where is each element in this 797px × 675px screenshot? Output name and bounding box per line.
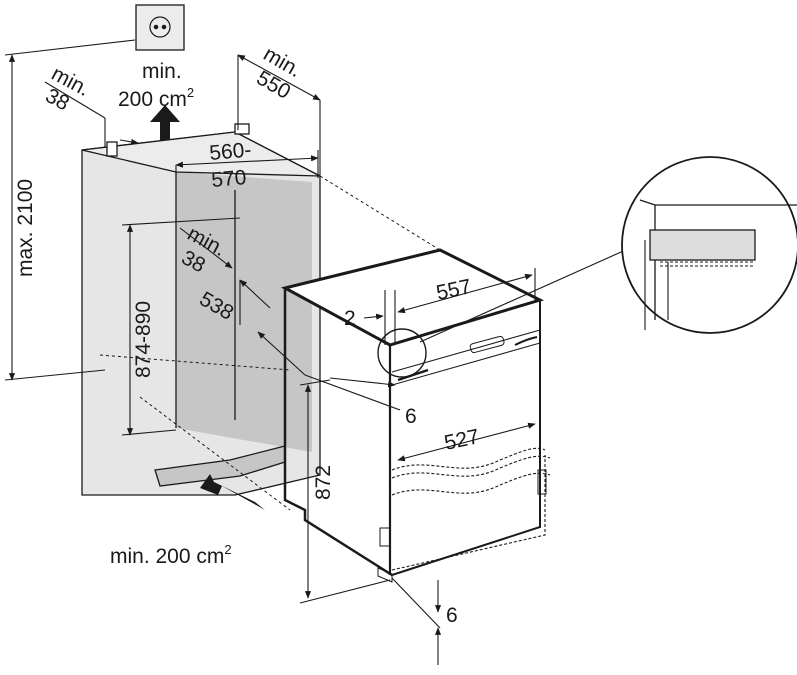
dishwasher [280, 248, 551, 583]
dim-2-label: 2 [344, 307, 356, 330]
width-label-a: 560- [208, 138, 252, 165]
dim-527-label: 527 [442, 425, 481, 455]
airflow-arrow-in-icon [200, 474, 265, 510]
dimension-lines [4, 39, 536, 665]
power-socket-icon [135, 4, 185, 51]
airflow-arrow-up-icon [150, 105, 180, 140]
top-vent-area-label: 200 cm2 [118, 85, 194, 111]
dim-872-label: 872 [312, 465, 335, 500]
top-vent-min-label: min. [142, 60, 182, 83]
detail-magnifier-icon [377, 156, 797, 378]
bottom-vent-label: min. 200 cm2 [110, 542, 232, 568]
width-label-b: 570 [210, 166, 247, 192]
dim-6-mid-label: 6 [405, 405, 417, 428]
dim-6-bottom-label: 6 [446, 604, 458, 627]
max-height-label: max. 2100 [14, 179, 37, 277]
cabinet-niche [81, 123, 321, 496]
niche-height-label: 874-890 [132, 301, 155, 378]
